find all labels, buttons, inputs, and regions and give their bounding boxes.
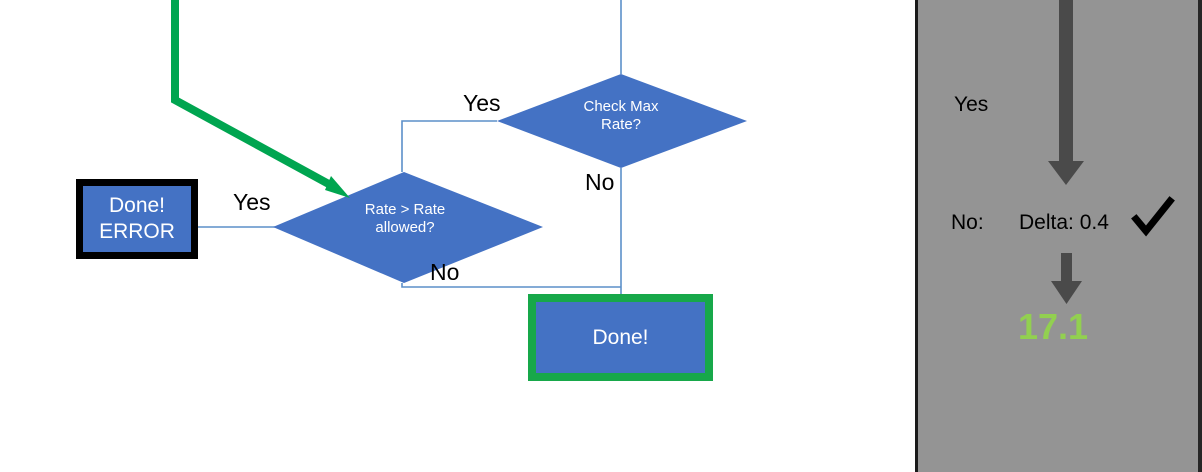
highlight-arrow-path: [171, 0, 338, 192]
edge-label-no-rate-allowed: No: [430, 259, 460, 285]
detail-no-label: No:: [951, 211, 984, 234]
highlight-arrow-head: [325, 176, 350, 198]
edge-label-yes-check-max-rate: Yes: [463, 90, 501, 116]
node-done-ok-label: Done!: [592, 325, 649, 349]
detail-yes-label: Yes: [954, 93, 989, 116]
node-done-error-label: Done! ERROR: [99, 193, 175, 243]
down-arrow-short-icon: [1051, 253, 1082, 304]
detail-result-value: 17.1: [1018, 306, 1089, 347]
node-rate-gt-rate-allowed[interactable]: [273, 172, 543, 283]
node-done-ok[interactable]: Done!: [528, 294, 713, 381]
down-arrow-long-icon: [1048, 0, 1084, 185]
flowchart-graphics: [171, 0, 747, 296]
detail-panel: Yes No: Delta: 0.4 17.1: [915, 0, 1202, 472]
edge-label-no-check-max-rate: No: [585, 169, 615, 195]
node-done-error[interactable]: Done! ERROR: [76, 179, 198, 259]
detail-delta-value: Delta: 0.4: [1019, 211, 1109, 234]
connector-yes-check-to-rate: [401, 120, 497, 172]
connector-no-rate-to-done: [401, 283, 621, 288]
edge-label-yes-rate-allowed: Yes: [233, 189, 271, 215]
flowchart-panel: Check Max Rate? Rate > Rate allowed? Don…: [76, 0, 747, 381]
node-check-max-rate[interactable]: [497, 74, 747, 168]
detail-panel-graphics: [1048, 0, 1175, 304]
check-mark-icon: [1131, 196, 1175, 237]
